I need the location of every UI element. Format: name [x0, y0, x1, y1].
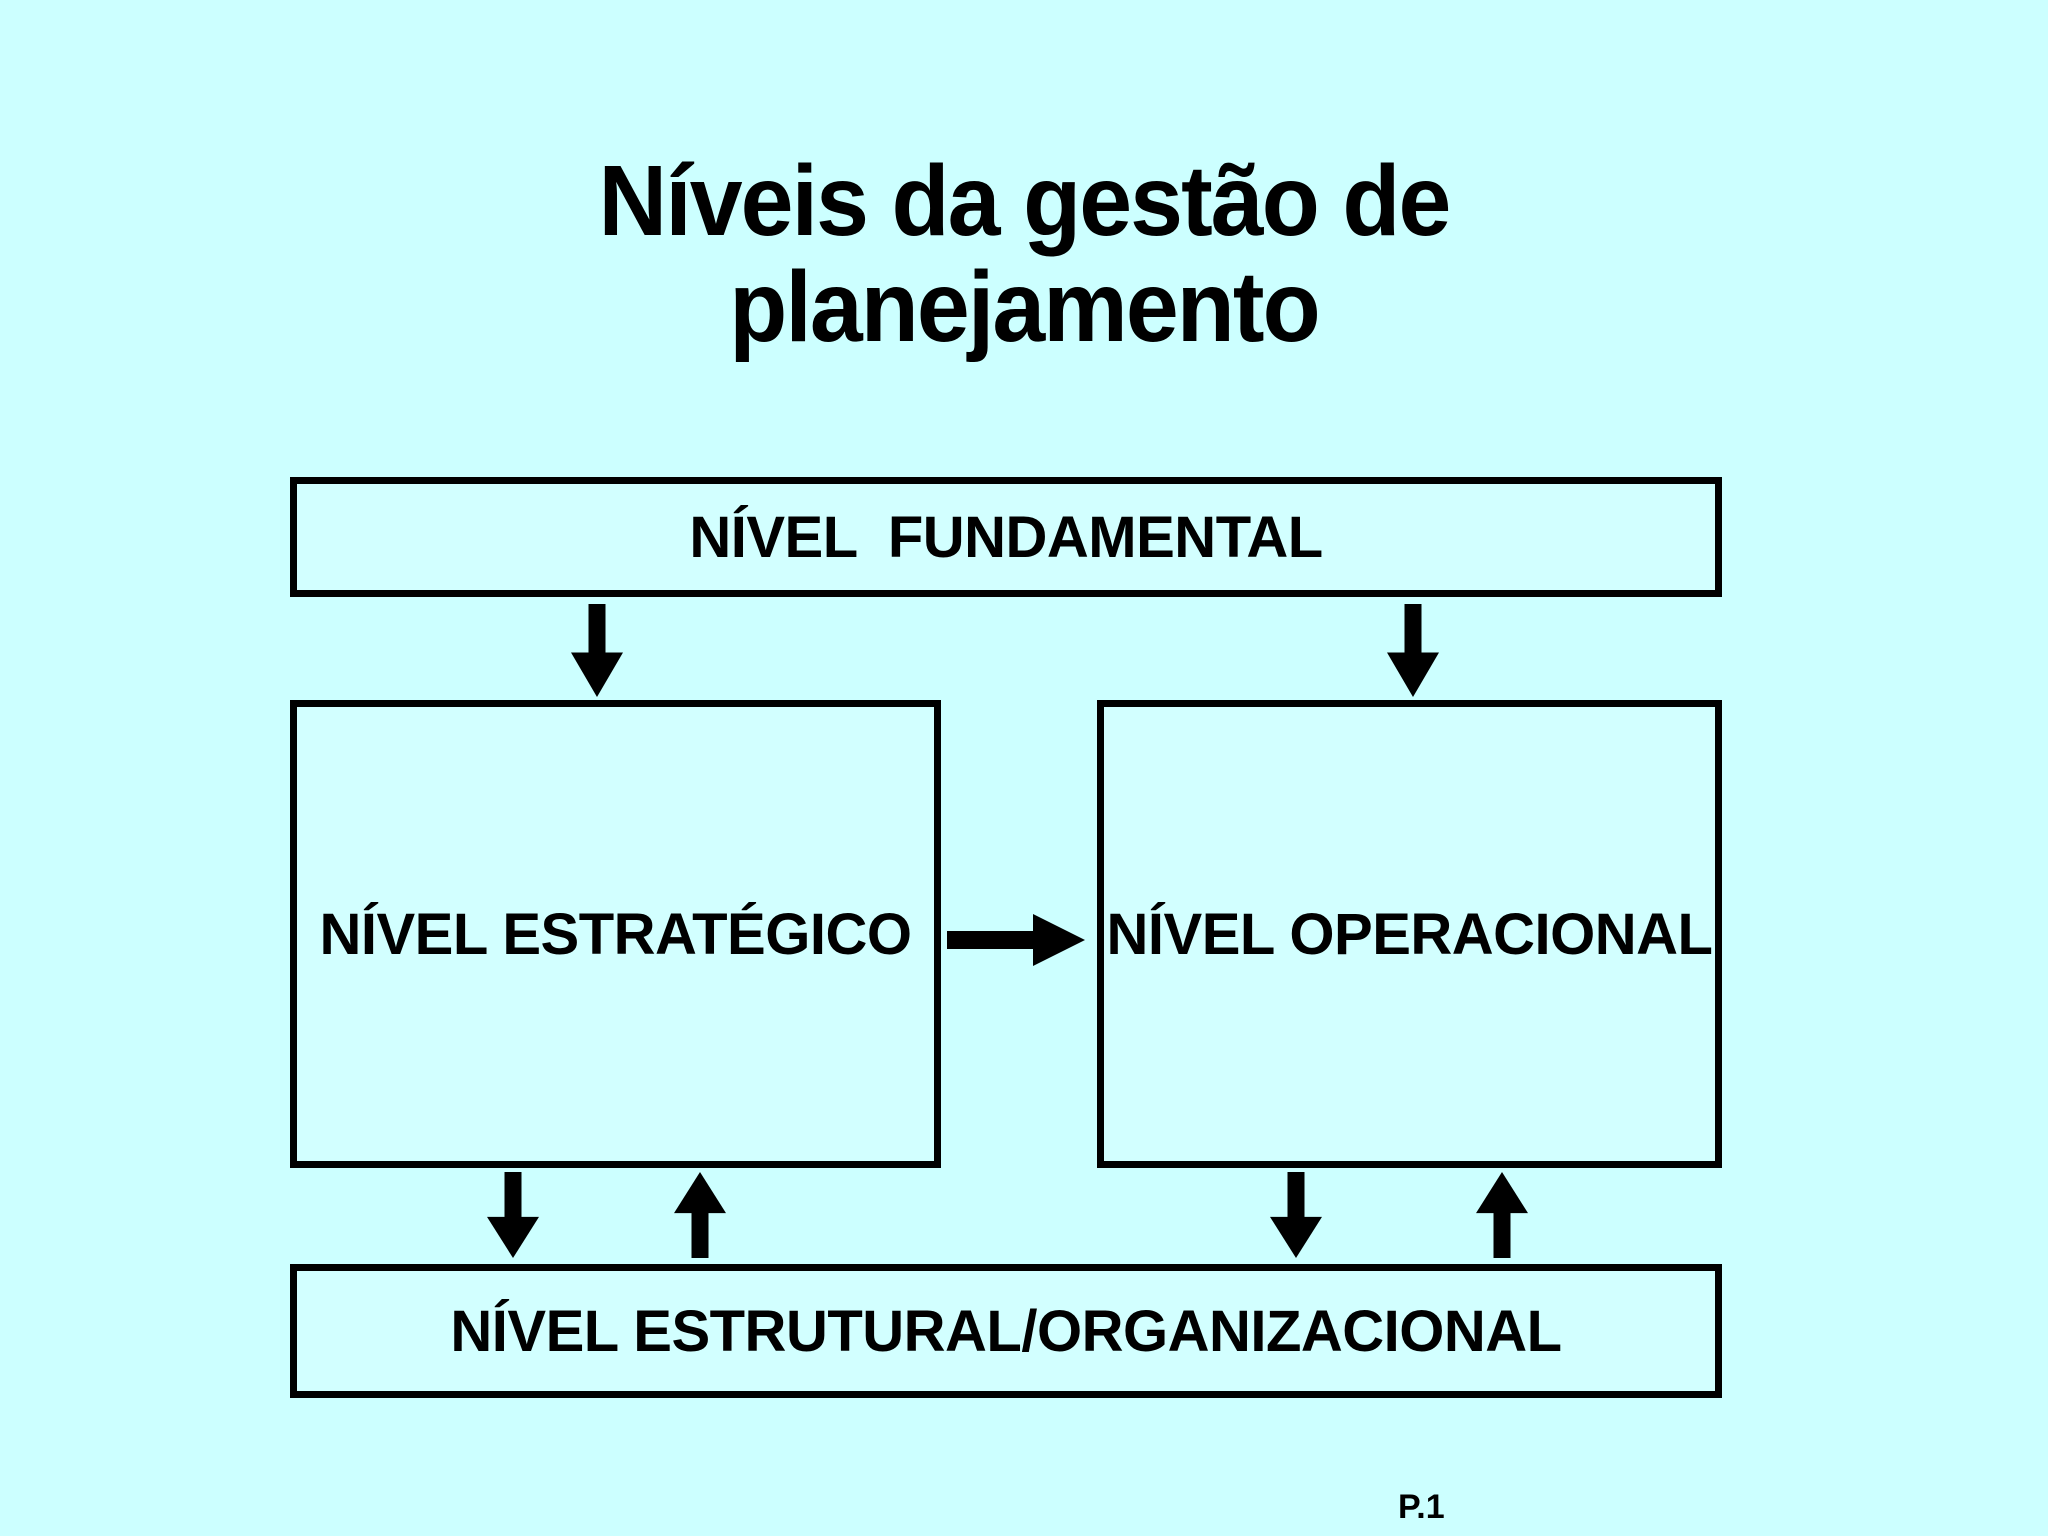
box-nivel-estrutural-organizacional-label: NÍVEL ESTRUTURAL/ORGANIZACIONAL: [450, 1298, 1562, 1364]
page-title-line-2: planejamento: [729, 251, 1320, 363]
box-nivel-estrategico-label: NÍVEL ESTRATÉGICO: [319, 901, 912, 967]
box-nivel-fundamental-label: NÍVEL FUNDAMENTAL: [689, 504, 1323, 570]
down-arrow-icon: [571, 604, 623, 697]
up-arrow-icon: [1476, 1172, 1528, 1258]
box-nivel-operacional-label: NÍVEL OPERACIONAL: [1106, 901, 1713, 967]
box-nivel-estrategico: NÍVEL ESTRATÉGICO: [290, 700, 941, 1168]
down-arrow-icon: [1387, 604, 1439, 697]
down-arrow-icon: [487, 1172, 539, 1258]
up-arrow-icon: [674, 1172, 726, 1258]
down-arrow-icon: [1270, 1172, 1322, 1258]
box-nivel-fundamental: NÍVEL FUNDAMENTAL: [290, 477, 1722, 597]
right-arrow-icon: [947, 914, 1085, 966]
page-title-line-1: Níveis da gestão de: [598, 145, 1452, 257]
box-nivel-estrutural-organizacional: NÍVEL ESTRUTURAL/ORGANIZACIONAL: [290, 1264, 1722, 1398]
box-nivel-operacional: NÍVEL OPERACIONAL: [1097, 700, 1722, 1168]
page-title: Níveis da gestão de planejamento: [0, 148, 2048, 360]
page-number: P.1: [1398, 1488, 1445, 1526]
